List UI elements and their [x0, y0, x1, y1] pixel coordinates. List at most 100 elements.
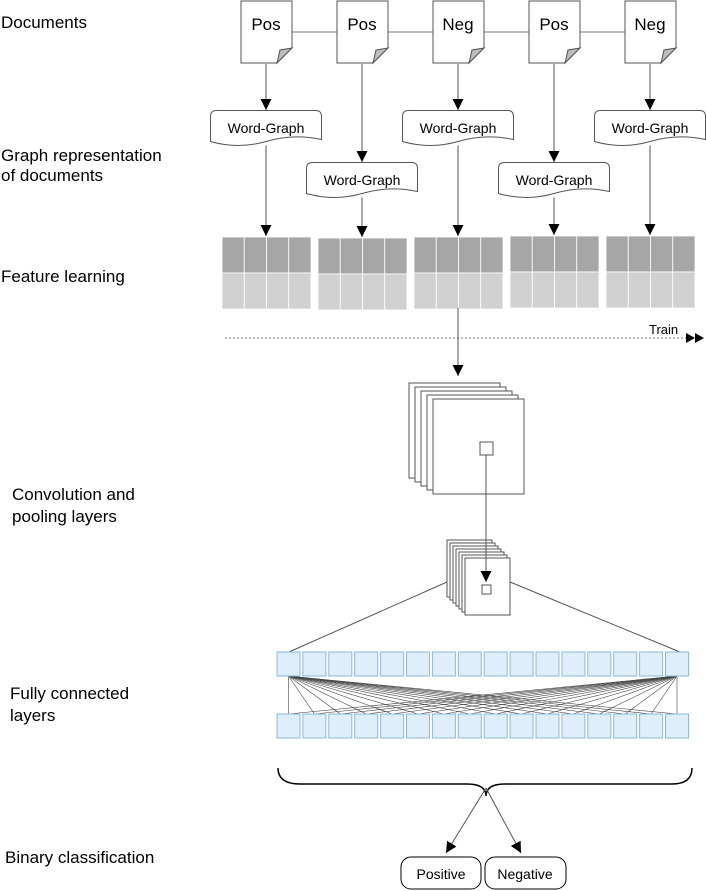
label-feature-learning: Feature learning [1, 267, 125, 286]
feature-matrix-cell [672, 235, 696, 273]
convolution-layers [408, 382, 525, 616]
feature-matrix-cell [266, 236, 290, 274]
feature-matrix-cell [480, 272, 504, 310]
document-label: Neg [634, 15, 665, 34]
document-fold [660, 47, 678, 65]
word-graph-box [498, 162, 610, 198]
feature-matrix-cell [384, 237, 408, 275]
label-binary-classification: Binary classification [5, 848, 154, 867]
neuron-layer2 [483, 713, 508, 739]
neuron-layer1 [354, 651, 379, 677]
feature-matrix-cell [384, 273, 408, 311]
spread-line-right [509, 581, 681, 653]
label-graph-representation-2: of documents [1, 166, 103, 185]
label-convolution-2: pooling layers [12, 507, 117, 526]
label-graph-representation-1: Graph representation [1, 146, 162, 165]
feature-matrix-cell [435, 236, 459, 274]
fc-connection [650, 675, 678, 715]
neuron-layer2 [380, 713, 405, 739]
feature-matrix-cell [339, 237, 363, 275]
neuron-layer1 [639, 651, 664, 677]
feature-matrix-cell [509, 235, 533, 273]
neuron-layer1 [509, 651, 534, 677]
neuron-layer2 [509, 713, 534, 739]
feature-map [432, 398, 525, 495]
neuron-layer1 [457, 651, 482, 677]
fc-connection [392, 675, 678, 715]
fc-connection [288, 675, 522, 715]
feature-matrix-cell [288, 236, 312, 274]
neuron-layer1 [613, 651, 638, 677]
feature-matrix-cell [266, 272, 290, 310]
fc-connection [288, 675, 419, 715]
word-graph-box [210, 110, 322, 146]
feature-matrix-cell [554, 271, 578, 309]
feature-matrix-cell [317, 237, 341, 275]
neuron-layer1 [406, 651, 430, 677]
neuron-layer1 [380, 651, 405, 677]
neuron-layer2 [665, 713, 689, 739]
word-graph-row: Word-GraphWord-GraphWord-GraphWord-Graph… [210, 64, 706, 237]
fc-connection [288, 675, 626, 715]
neuron-layer1 [561, 651, 586, 677]
fc-connection [288, 675, 315, 715]
feature-matrix-cell [672, 271, 696, 309]
neuron-layer2 [535, 713, 560, 739]
neuron-layer2 [328, 713, 353, 739]
arrow-to-negative [485, 787, 522, 854]
feature-matrix-cell [243, 272, 267, 310]
neuron-layer2 [406, 713, 430, 739]
word-graph-box [402, 110, 514, 146]
arrow-to-positive [445, 787, 487, 854]
word-graph-box [594, 110, 706, 146]
neuron-layer2 [561, 713, 586, 739]
feature-matrix-cell [627, 235, 651, 273]
feature-matrix-cell [317, 273, 341, 311]
label-fully-connected-2: layers [10, 706, 55, 725]
fc-connection [625, 675, 678, 715]
spread-line-left [288, 581, 448, 653]
label-documents: Documents [1, 13, 87, 32]
fc-connection [443, 675, 678, 715]
neuron-layer2 [587, 713, 612, 739]
feature-matrix-cell [531, 235, 555, 273]
feature-matrix-cell [605, 235, 629, 273]
feature-matrix-cell [480, 236, 504, 274]
document-fold [468, 47, 486, 65]
feature-matrix-cell [458, 272, 482, 310]
feature-matrix-cell [458, 236, 482, 274]
fc-connections [288, 675, 678, 715]
fc-connection [288, 675, 678, 715]
label-fully-connected-1: Fully connected [10, 684, 129, 703]
word-graph-label: Word-Graph [228, 120, 305, 136]
neuron-layer1 [535, 651, 560, 677]
fc-connection [288, 675, 574, 715]
document-label: Pos [347, 15, 376, 34]
word-graph-label: Word-Graph [324, 172, 401, 188]
neuron-layer2 [276, 713, 301, 739]
feature-matrix-cell [362, 237, 386, 275]
feature-matrix-cell [576, 235, 600, 273]
word-graph-label: Word-Graph [612, 120, 689, 136]
train-label: Train [649, 322, 678, 337]
neuron-layer1 [431, 651, 456, 677]
fc-connection [288, 675, 652, 715]
feature-matrix-cell [509, 271, 533, 309]
document-label: Neg [442, 15, 473, 34]
positive-output-label: Positive [416, 866, 465, 882]
neuron-layer1 [276, 651, 301, 677]
feature-matrix-cell [288, 272, 312, 310]
document-fold [564, 47, 582, 65]
neuron-layer1 [302, 651, 327, 677]
fc-connection [288, 675, 548, 715]
word-graph-box [306, 162, 418, 198]
fc-connection [288, 675, 496, 715]
feature-matrix-cell [531, 271, 555, 309]
fc-connection [314, 675, 678, 715]
neuron-layer1 [328, 651, 353, 677]
document-label: Pos [251, 15, 280, 34]
negative-output-box [484, 856, 567, 890]
feature-matrix-cell [605, 271, 629, 309]
